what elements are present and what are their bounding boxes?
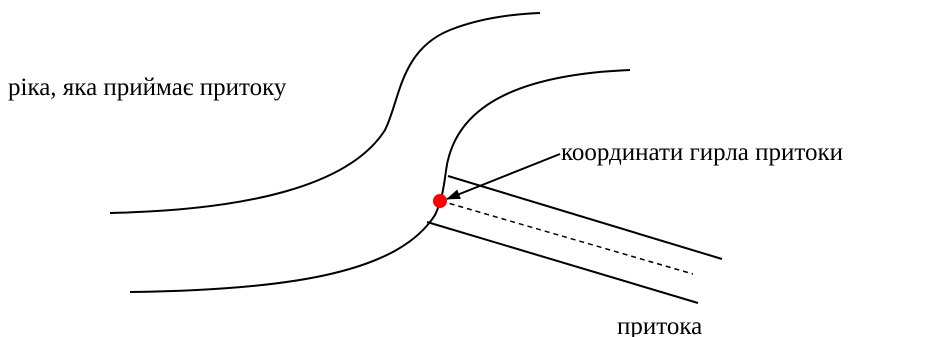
mouth-point: [433, 194, 447, 208]
tributary-upper-bank: [447, 175, 723, 260]
main-river-upper-bank: [109, 12, 541, 214]
tributary-centerline: [440, 200, 694, 275]
mouth-pointer-arrow: [446, 153, 561, 200]
tributary-lower-bank: [426, 221, 699, 304]
tributary-label: притока: [617, 313, 702, 337]
mouth-coordinates-label: координати гирла притоки: [561, 139, 843, 166]
main-river-label: ріка, яка приймає притоку: [8, 74, 287, 101]
main-river-lower-bank: [129, 69, 631, 293]
